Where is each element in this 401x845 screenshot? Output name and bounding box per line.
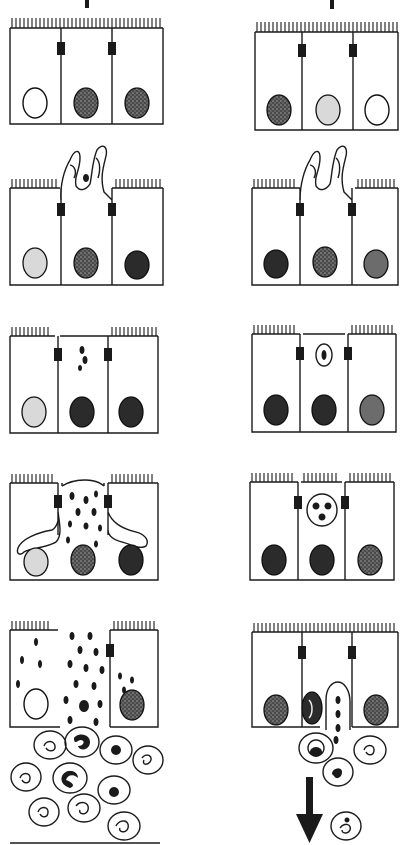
nucleus xyxy=(125,251,149,279)
left-stage-4 xyxy=(10,474,158,580)
nucleus xyxy=(70,397,94,427)
nucleus xyxy=(23,248,47,278)
nucleus xyxy=(120,690,144,720)
nucleus xyxy=(23,88,47,118)
top-mark-right xyxy=(330,0,334,9)
right-stage-1 xyxy=(255,22,398,130)
nucleus xyxy=(316,95,340,125)
nucleus xyxy=(358,545,382,575)
top-mark-left xyxy=(85,0,89,8)
left-stage-1 xyxy=(10,18,163,124)
left-stage-3 xyxy=(10,327,158,433)
nucleus xyxy=(119,397,143,427)
nucleus xyxy=(310,545,334,575)
nucleus xyxy=(71,545,95,575)
nucleus xyxy=(360,395,384,425)
right-stage-5 xyxy=(252,623,398,744)
right-stage-4 xyxy=(250,473,394,580)
nucleus xyxy=(24,548,48,576)
nucleus xyxy=(313,247,337,277)
leukocyte-cluster xyxy=(10,727,163,843)
nucleus xyxy=(264,250,288,278)
nucleus xyxy=(364,250,388,278)
left-stage-5 xyxy=(10,621,158,727)
nucleus xyxy=(74,248,98,278)
nucleus xyxy=(312,395,336,425)
right-stage-2 xyxy=(252,146,398,285)
nucleus xyxy=(267,95,291,125)
left-stage-2 xyxy=(10,146,163,285)
nucleus xyxy=(364,695,388,725)
nucleus xyxy=(125,88,149,118)
nucleus xyxy=(74,88,98,118)
nucleus xyxy=(119,545,143,575)
nucleus xyxy=(264,695,288,725)
nucleus xyxy=(262,545,286,575)
nucleus xyxy=(264,395,288,425)
right-stage-3 xyxy=(252,325,396,432)
arrow-down-icon xyxy=(296,777,323,843)
nucleus xyxy=(365,95,389,125)
nucleus xyxy=(22,397,46,427)
nucleus xyxy=(24,689,48,719)
